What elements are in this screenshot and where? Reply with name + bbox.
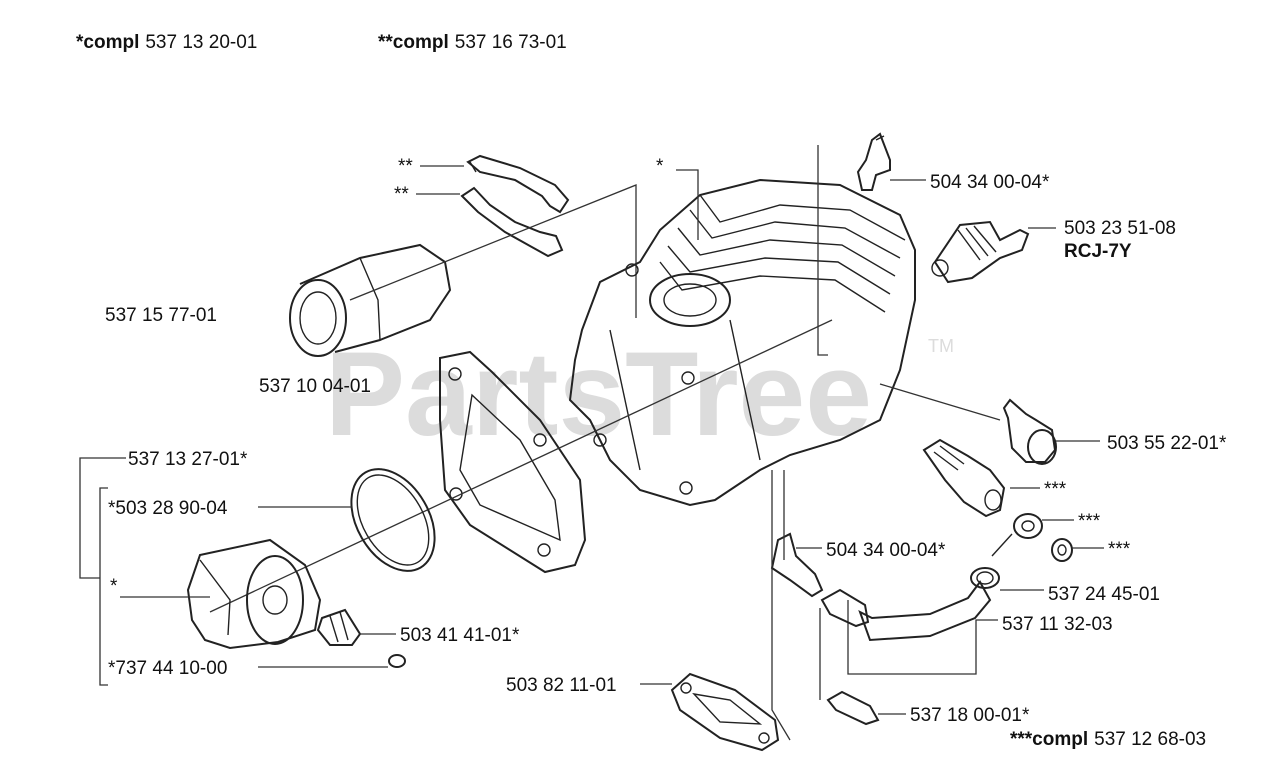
cylinder-star-leader	[676, 169, 699, 240]
intake-boot	[289, 243, 452, 357]
label-star-piston: *	[110, 576, 118, 597]
label-537-10-04-01: 537 10 04-01	[259, 376, 371, 397]
piston	[186, 538, 322, 650]
nipple-mid-axis	[771, 470, 791, 741]
label-737-44-10-00: *737 44 10-00	[108, 658, 227, 679]
label-triple-star-1: ***	[1044, 479, 1067, 500]
cylinder-axis-line	[209, 319, 833, 613]
bracket-compl2	[817, 145, 828, 356]
intake-gasket	[439, 350, 587, 574]
label-rcj-7y: RCJ-7Y	[1064, 241, 1132, 262]
banjo-washer	[991, 513, 1043, 557]
spark-plug	[931, 220, 1030, 284]
label-537-13-27-01: 537 13 27-01*	[128, 449, 248, 470]
label-537-18-00-01: 537 18 00-01*	[910, 705, 1030, 726]
fuel-filter	[826, 690, 880, 726]
fuel-fitting	[922, 438, 1006, 518]
piston-kit-bracket	[79, 457, 126, 579]
label-503-82-11-01: 503 82 11-01	[506, 675, 617, 696]
watermark-tm: TM	[928, 336, 954, 356]
hose-clip	[970, 567, 1000, 589]
label-504-34-00-04-mid: 504 34 00-04*	[826, 540, 946, 561]
label-triple-star-3: ***	[1108, 539, 1131, 560]
hose-sleeve	[820, 588, 870, 628]
label-503-23-51-08: 503 23 51-08	[1064, 218, 1176, 239]
label-503-55-22-01: 503 55 22-01*	[1107, 433, 1227, 454]
label-503-28-90-04: *503 28 90-04	[108, 498, 228, 519]
circlip	[388, 654, 406, 668]
fuel-hose-bracket	[847, 600, 998, 675]
needle-bearing	[316, 608, 362, 646]
decomp-valve	[1002, 398, 1057, 465]
label-double-star-2: **	[394, 184, 409, 205]
label-537-24-45-01: 537 24 45-01	[1048, 584, 1160, 605]
label-double-star-1: **	[398, 156, 413, 177]
label-star-cylinder: *	[656, 156, 664, 177]
intake-clamp-lower	[460, 186, 564, 258]
label-504-34-00-04-top: 504 34 00-04*	[930, 172, 1050, 193]
small-gasket	[670, 672, 780, 752]
decomp-axis-line	[879, 383, 1001, 421]
small-washer	[1051, 538, 1073, 562]
piston-kit-bracket-2	[99, 487, 108, 686]
label-537-15-77-01: 537 15 77-01	[105, 305, 217, 326]
watermark-text: PartsTree	[325, 327, 872, 461]
label-537-11-32-03: 537 11 32-03	[1002, 614, 1113, 635]
nipple-mid	[770, 532, 824, 598]
nipple-top	[856, 132, 891, 191]
intake-clamp-upper	[466, 154, 570, 214]
cylinder	[568, 178, 916, 507]
fuel-hose	[858, 580, 992, 642]
label-503-41-41-01: 503 41 41-01*	[400, 625, 520, 646]
piston-ring	[350, 468, 436, 572]
label-triple-star-2: ***	[1078, 511, 1101, 532]
